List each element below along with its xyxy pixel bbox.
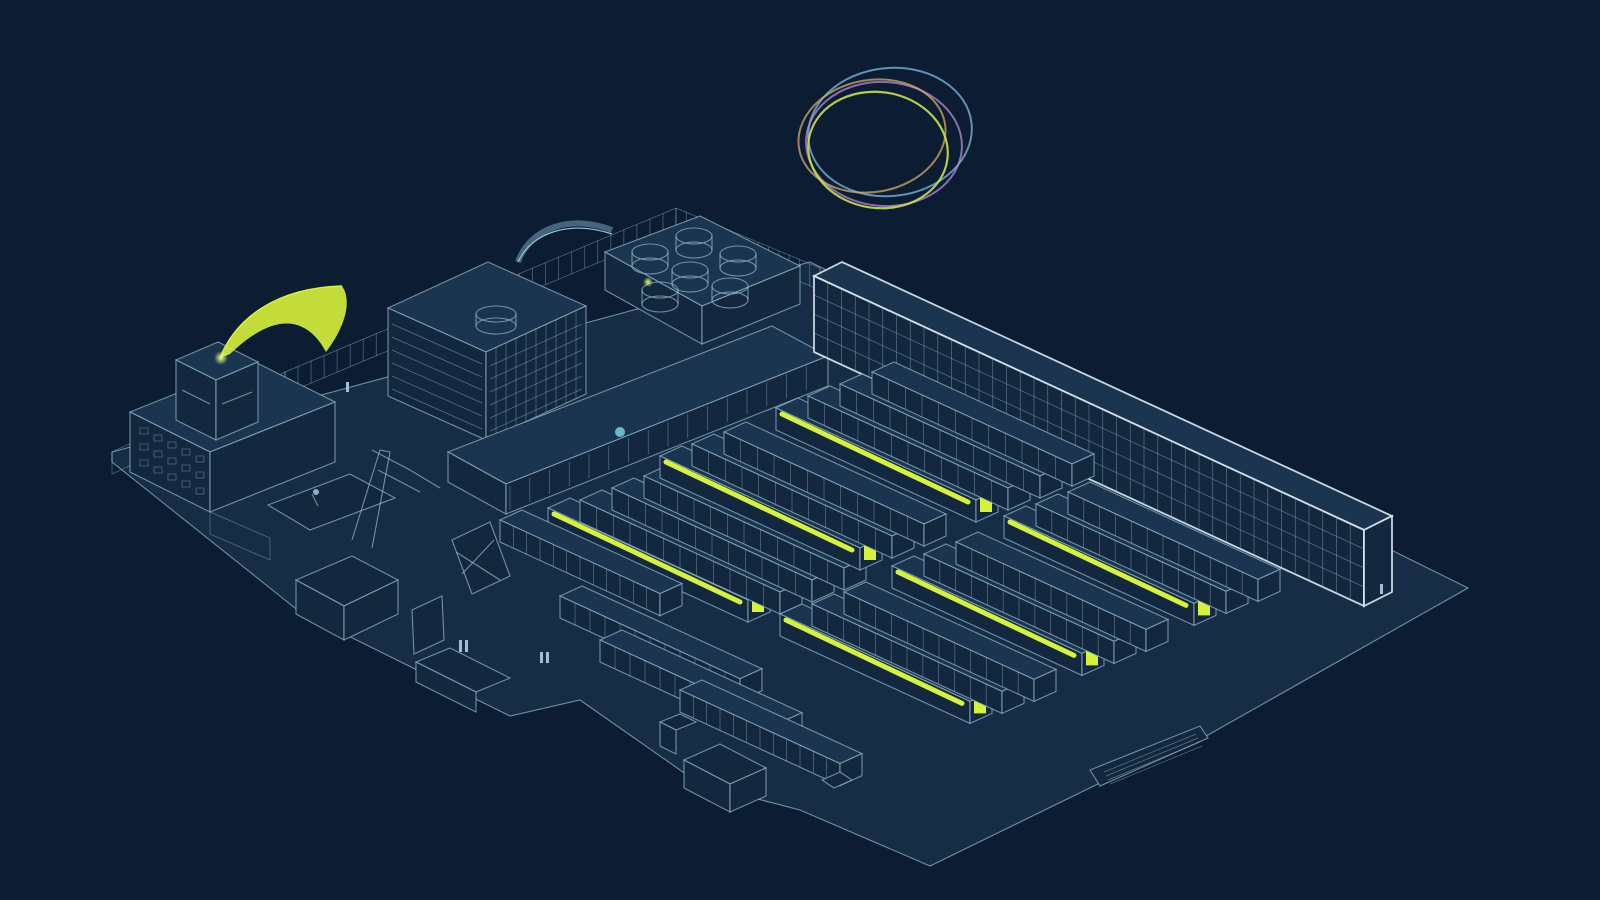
loading-dock xyxy=(414,647,854,813)
cable-arc xyxy=(515,220,614,264)
tall-building xyxy=(386,261,588,441)
equipment-scaffold xyxy=(294,449,511,655)
people-figures xyxy=(346,382,1383,663)
server-row xyxy=(870,361,1096,487)
signal-arc xyxy=(214,285,347,365)
server-row xyxy=(1066,481,1282,603)
server-row xyxy=(722,421,948,547)
orbit-loops xyxy=(797,66,973,210)
entry-ramp-grating xyxy=(1103,733,1203,785)
electrical-hall xyxy=(446,325,830,515)
server-row-field xyxy=(498,361,1282,787)
server-row xyxy=(842,581,1058,703)
cooling-tank-yard xyxy=(603,215,802,345)
long-warehouse xyxy=(811,261,1395,608)
status-glow-dots xyxy=(615,277,653,437)
server-row xyxy=(954,531,1170,653)
server-row xyxy=(498,509,684,617)
courtyard xyxy=(209,473,397,561)
